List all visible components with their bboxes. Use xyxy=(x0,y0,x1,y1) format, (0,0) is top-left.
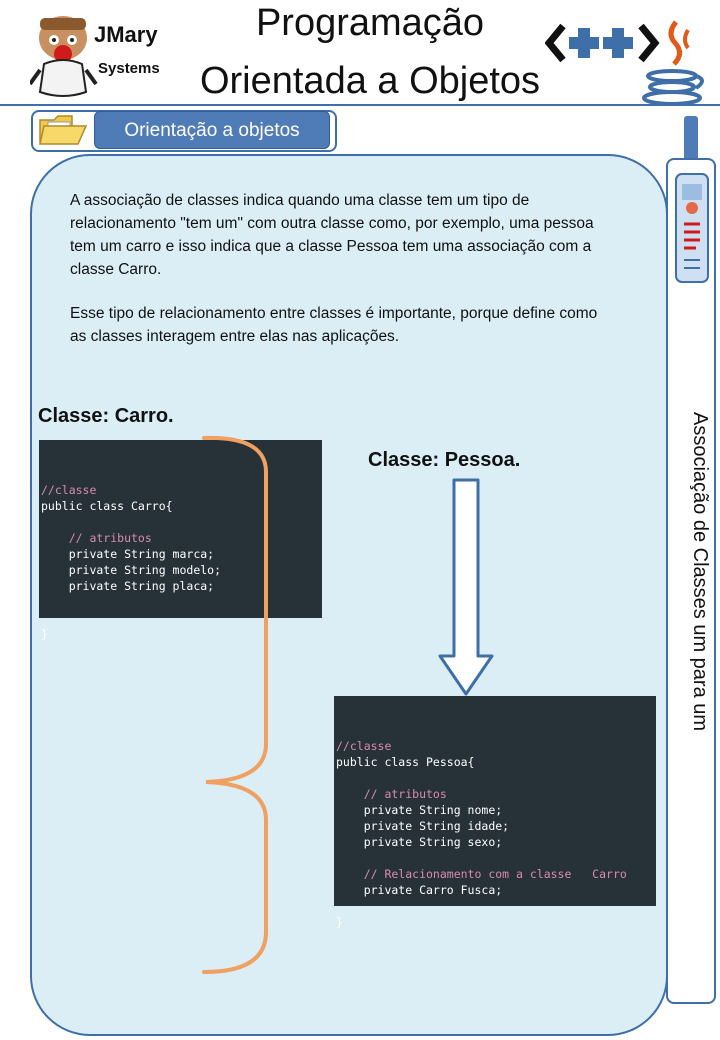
code-line: // Relacionamento com a classe Carro xyxy=(336,867,627,881)
down-arrow-icon xyxy=(438,478,494,696)
cpp-brackets-icon xyxy=(545,23,660,63)
code-line xyxy=(41,610,320,626)
header-divider xyxy=(0,104,720,106)
code-line xyxy=(336,850,654,866)
code-line xyxy=(336,770,654,786)
heading-pessoa: Classe: Pessoa. xyxy=(368,449,521,471)
code-line xyxy=(41,514,320,530)
page-title-line1: Programação xyxy=(255,2,485,44)
code-line: } xyxy=(41,627,48,641)
code-line: public class Carro{ xyxy=(41,499,173,513)
code-line: public class Pessoa{ xyxy=(336,755,475,769)
code-line: private String nome; xyxy=(336,803,503,817)
folder-icon xyxy=(39,115,88,145)
brand-name: JMary xyxy=(94,22,158,47)
code-line: //classe xyxy=(336,739,392,753)
code-line: private String idade; xyxy=(336,819,510,833)
code-line: private String sexo; xyxy=(336,835,503,849)
jmary-mascot-logo xyxy=(30,16,98,97)
code-block-pessoa: //classe public class Pessoa{ // atributo… xyxy=(334,696,656,929)
code-line: private String placa; xyxy=(41,579,215,593)
heading-carro: Classe: Carro. xyxy=(38,405,174,427)
code-line: // atributos xyxy=(41,531,152,545)
importance-paragraph: Esse tipo de relacionamento entre classe… xyxy=(70,305,598,345)
code-line: // atributos xyxy=(336,787,447,801)
sidebar-label: Associação de Classes um para um xyxy=(689,412,711,732)
association-brace xyxy=(202,435,268,974)
intro-paragraph: A associação de classes indica quando um… xyxy=(70,192,594,278)
code-line xyxy=(41,594,320,610)
code-line: private Carro Fusca; xyxy=(336,883,503,897)
brand-subname: Systems xyxy=(98,60,160,77)
code-line: //classe xyxy=(41,483,97,497)
section-tab[interactable]: Orientação a objetos xyxy=(94,111,330,149)
code-line: private String marca; xyxy=(41,547,215,561)
code-block-carro: //classe public class Carro{ // atributos… xyxy=(39,440,322,641)
code-line: private String modelo; xyxy=(41,563,222,577)
sidebar-connector xyxy=(684,116,698,162)
code-line xyxy=(336,898,654,914)
code-line: } xyxy=(336,915,343,929)
java-cup-icon xyxy=(642,20,704,106)
newspaper-icon xyxy=(675,173,709,283)
page-title-line2: Orientada a Objetos xyxy=(199,60,541,102)
